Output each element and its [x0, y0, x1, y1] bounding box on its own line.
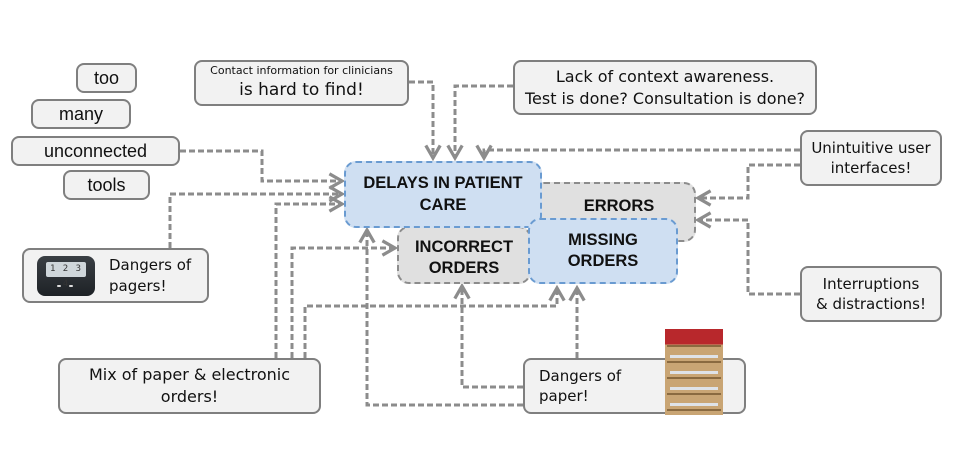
tools-word-many: many [31, 99, 131, 129]
mix-line1: Mix of paper & electronic [88, 365, 291, 385]
incorrect-line2: ORDERS [428, 259, 500, 277]
connector-ui-errors [694, 163, 800, 207]
connector-tools-delays [180, 149, 346, 190]
connector-mix-missing [303, 284, 566, 358]
delays-line1: DELAYS IN PATIENT [363, 174, 523, 193]
callout-mix-paper-electronic: Mix of paper & electronic orders! [58, 358, 321, 414]
tools-word-tools: tools [63, 170, 150, 200]
paper-line1: Dangers of [539, 366, 622, 385]
missing-line2: ORDERS [567, 252, 639, 270]
callout-interruptions: Interruptions & distractions! [800, 266, 942, 322]
problem-missing-orders: MISSING ORDERS [528, 218, 678, 284]
connector-context-delays [446, 84, 513, 162]
pagers-line2: pagers! [109, 276, 167, 295]
contact-line2: is hard to find! [239, 79, 364, 100]
interruptions-line1: Interruptions [822, 274, 920, 293]
tools-word-too: too [76, 63, 137, 93]
errors-label: ERRORS [583, 197, 655, 215]
callout-contact-info: Contact information for clinicians is ha… [194, 60, 409, 106]
contact-line1: Contact information for clinicians [210, 64, 393, 78]
connector-contact-delays [409, 80, 442, 162]
context-line2: Test is done? Consultation is done? [524, 88, 806, 108]
paper-tray-image [665, 329, 723, 415]
connector-interruptions-errors [694, 211, 800, 296]
problem-delays-in-patient-care: DELAYS IN PATIENT CARE [344, 161, 542, 228]
problem-incorrect-orders: INCORRECT ORDERS [397, 226, 531, 284]
context-line1: Lack of context awareness. [555, 66, 775, 86]
ui-line1: Unintuitive user [811, 138, 931, 157]
pager-display: 1 2 3 4 [46, 261, 86, 289]
connector-mix-incorrect [290, 239, 399, 358]
missing-line1: MISSING [568, 230, 638, 249]
connector-pagers-delays [168, 185, 346, 248]
tools-word-unconnected: unconnected [11, 136, 180, 166]
interruptions-line2: & distractions! [815, 295, 927, 313]
connector-mix-delays [274, 195, 346, 358]
callout-unintuitive-ui: Unintuitive user interfaces! [800, 130, 942, 186]
incorrect-line1: INCORRECT [414, 237, 514, 256]
callout-context-awareness: Lack of context awareness. Test is done?… [513, 60, 817, 115]
ui-line2: interfaces! [830, 159, 912, 177]
connector-paper-incorrect [453, 282, 523, 389]
connector-ui-delays [475, 144, 800, 162]
pagers-line1: Dangers of [109, 256, 192, 275]
pager-image: 1 2 3 4 [37, 255, 95, 296]
paper-line2: paper! [539, 387, 589, 405]
mix-line2: orders! [160, 387, 219, 406]
callout-dangers-of-pagers: 1 2 3 4 Dangers of pagers! [22, 248, 209, 303]
delays-line2: CARE [419, 195, 467, 214]
